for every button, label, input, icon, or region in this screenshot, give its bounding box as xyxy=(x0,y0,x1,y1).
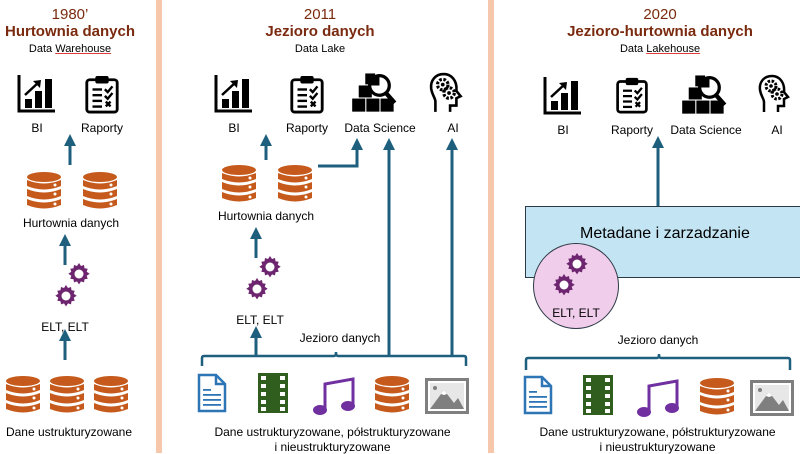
metadata-governance-layer xyxy=(525,206,800,278)
lake-bracket xyxy=(524,353,792,370)
database-icon xyxy=(699,377,735,417)
database-icon xyxy=(374,375,410,415)
gear-icon xyxy=(54,284,78,308)
etl-label: ELT, ELT xyxy=(552,306,600,320)
warehouse-label: Hurtownia danych xyxy=(22,216,120,230)
panel-title: Jezioro-hurtownia danych xyxy=(567,23,753,40)
gear-icon xyxy=(67,262,91,286)
sources-label: Dane ustrukturyzowane xyxy=(5,425,133,439)
film-icon xyxy=(258,373,288,413)
clipboard-checklist-icon xyxy=(288,71,326,117)
consumer-label-ai: AI xyxy=(447,121,459,135)
sources-label-line1: Dane ustrukturyzowane, półstrukturyzowan… xyxy=(539,425,776,439)
clipboard-checklist-icon xyxy=(83,71,121,117)
consumer-label-reports: Raporty xyxy=(285,121,329,135)
lake-bracket xyxy=(200,351,468,366)
data-science-icon xyxy=(350,70,398,114)
gear-icon xyxy=(552,273,576,297)
music-note-icon xyxy=(636,378,680,418)
panel-subtitle: Data Lakehouse xyxy=(580,43,740,55)
clipboard-checklist-icon xyxy=(614,73,650,117)
panel-year: 1980’ xyxy=(51,6,89,23)
panel-year: 2020 xyxy=(643,6,677,23)
subtitle-term: Lakehouse xyxy=(646,43,701,55)
panel-subtitle: Data Lake xyxy=(250,43,390,55)
consumer-label-ai: AI xyxy=(771,123,783,137)
sources-label-line2: i nieustrukturyzowane xyxy=(599,440,716,454)
panel-subtitle: Data Warehouse xyxy=(0,43,140,55)
database-icon xyxy=(221,164,257,204)
lake-label: Jezioro danych xyxy=(617,333,699,347)
music-note-icon xyxy=(312,376,356,416)
database-icon xyxy=(277,164,313,204)
consumer-label-bi: BI xyxy=(228,121,240,135)
film-icon xyxy=(583,375,613,415)
consumer-label-reports: Raporty xyxy=(80,121,124,135)
bar-chart-icon xyxy=(214,72,254,114)
data-science-icon xyxy=(680,72,728,116)
panel-title: Hurtownia danych xyxy=(4,23,135,40)
document-icon xyxy=(523,375,553,415)
etl-label: ELT, ELT xyxy=(236,313,284,327)
etl-label: ELT, ELT xyxy=(41,320,89,334)
database-icon xyxy=(49,375,85,415)
database-icon xyxy=(5,375,41,415)
consumer-label-bi: BI xyxy=(31,121,43,135)
panel-year: 2011 xyxy=(303,6,337,23)
warehouse-label: Hurtownia danych xyxy=(217,209,315,223)
lake-label: Jezioro danych xyxy=(299,331,381,345)
consumer-label-data-science: Data Science xyxy=(670,123,742,137)
ai-head-icon xyxy=(756,72,796,116)
bar-chart-icon xyxy=(17,72,57,114)
metadata-label: Metadane i zarzadzanie xyxy=(580,225,750,242)
database-icon xyxy=(82,171,118,211)
consumer-label-bi: BI xyxy=(557,123,569,137)
bar-chart-icon xyxy=(543,75,583,115)
panel-title: Jezioro danych xyxy=(265,23,375,40)
database-icon xyxy=(93,375,129,415)
sources-label-line1: Dane ustrukturyzowane, półstrukturyzowan… xyxy=(214,425,451,439)
image-icon xyxy=(750,380,794,416)
gear-icon xyxy=(258,255,282,279)
arrow-warehouse-to-datascience xyxy=(318,138,363,168)
subtitle-prefix: Data xyxy=(619,43,647,55)
subtitle-term: Warehouse xyxy=(55,43,112,55)
panel-divider xyxy=(156,0,162,453)
gear-icon xyxy=(245,277,269,301)
image-icon xyxy=(425,378,469,414)
subtitle-prefix: Data xyxy=(28,43,56,55)
document-icon xyxy=(197,373,227,413)
panel-divider xyxy=(488,0,494,453)
sources-label-line2: i nieustrukturyzowane xyxy=(274,440,391,454)
ai-head-icon xyxy=(427,70,469,116)
database-icon xyxy=(26,171,62,211)
consumer-label-reports: Raporty xyxy=(610,123,654,137)
consumer-label-data-science: Data Science xyxy=(344,121,416,135)
subtitle-prefix: Data Lake xyxy=(294,43,346,55)
